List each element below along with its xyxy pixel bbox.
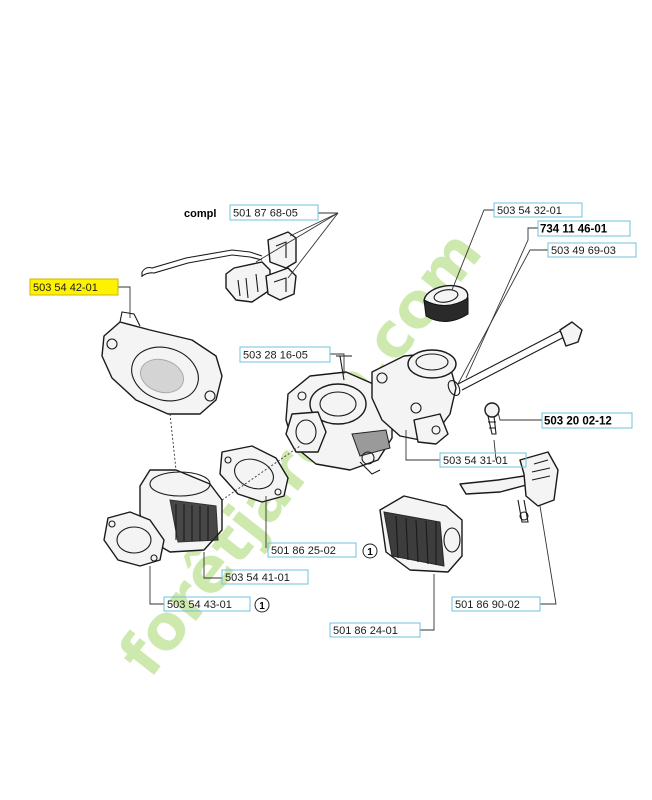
- label-503-20-02-12: 503 20 02-12: [544, 416, 612, 428]
- label-503-28-16-05: 503 28 16-05: [243, 350, 308, 362]
- gasket-right: [219, 445, 289, 503]
- label-501-86-24-01: 501 86 24-01: [333, 625, 398, 637]
- leader-lines: [118, 209, 557, 631]
- label-501-87-68-05: 501 87 68-05: [233, 208, 298, 220]
- label-box-503-54-43-01: [163, 596, 251, 612]
- long-bolt: [447, 321, 583, 396]
- part-labels: compl 501 87 68-05 503 54 42-01 503 54 3…: [29, 202, 637, 638]
- label-734-11-46-01: 734 11 46-01: [540, 224, 608, 236]
- label-503-49-69-03: 503 49 69-03: [551, 245, 616, 257]
- intake-adapter: [371, 349, 457, 445]
- label-box-503-54-31-01: [439, 452, 527, 468]
- air-filter-element: [379, 495, 463, 573]
- label-box-734-11-46-01: [537, 220, 631, 237]
- label-503-54-42-01: 503 54 42-01: [33, 282, 98, 294]
- choke-lever-assembly: [459, 451, 559, 523]
- small-screw: [484, 402, 500, 435]
- label-box-501-86-90-02: [451, 596, 541, 612]
- label-box-501-87-68-05: [229, 204, 319, 221]
- throttle-bracket: [225, 231, 297, 303]
- note-circle-1a: [362, 543, 378, 559]
- label-box-503-28-16-05: [239, 346, 331, 363]
- label-501-86-25-02: 501 86 25-02: [271, 545, 336, 557]
- label-box-501-86-24-01: [329, 622, 421, 638]
- label-box-501-86-25-02: [267, 542, 357, 558]
- label-compl: compl: [184, 208, 216, 220]
- note-1b: 1: [259, 601, 265, 612]
- note-1a: 1: [367, 547, 373, 558]
- intake-boot: [139, 469, 223, 553]
- gasket-left: [103, 511, 165, 567]
- label-503-54-41-01: 503 54 41-01: [225, 572, 290, 584]
- label-501-86-90-02: 501 86 90-02: [455, 599, 520, 611]
- label-box-503-49-69-03: [547, 242, 637, 258]
- label-box-503-20-02-12: [541, 412, 633, 429]
- label-box-503-54-32-01: [493, 202, 583, 218]
- label-box-503-54-41-01: [221, 569, 309, 585]
- label-503-54-32-01: 503 54 32-01: [497, 205, 562, 217]
- label-503-54-31-01: 503 54 31-01: [443, 455, 508, 467]
- note-circle-1b: [254, 597, 270, 613]
- label-503-54-43-01: 503 54 43-01: [167, 599, 232, 611]
- throttle-linkage-rod: [141, 249, 263, 277]
- rubber-grommet: [423, 284, 469, 322]
- label-box-503-54-42-01: [29, 278, 119, 296]
- carburetor-flange-plate: [101, 311, 223, 415]
- carburetor-body: [285, 355, 393, 475]
